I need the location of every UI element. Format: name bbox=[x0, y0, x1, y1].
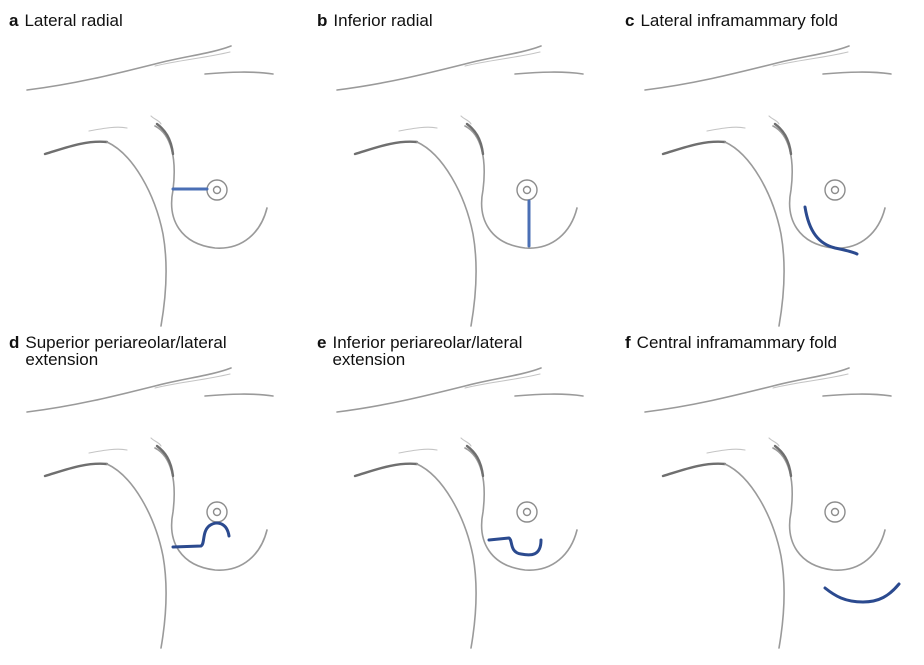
shoulder-line bbox=[515, 72, 583, 74]
clavicle-shadow bbox=[465, 374, 540, 388]
clavicle-line bbox=[27, 368, 231, 412]
clavicle-shadow bbox=[773, 52, 848, 66]
areola bbox=[207, 180, 227, 200]
areola bbox=[825, 180, 845, 200]
incision-line bbox=[489, 538, 541, 555]
areola bbox=[517, 180, 537, 200]
incision-line bbox=[173, 523, 229, 547]
nipple bbox=[832, 509, 839, 516]
clavicle-line bbox=[645, 368, 849, 412]
axilla-fold bbox=[399, 449, 437, 453]
panel-letter: e bbox=[317, 333, 326, 352]
sternal-hint bbox=[151, 116, 161, 124]
breast-sketch-central-inframammary-fold bbox=[621, 330, 921, 650]
panel-title: Lateral inframammary fold bbox=[640, 12, 837, 29]
shoulder-line bbox=[515, 394, 583, 396]
breast-sketch-superior-periareolar bbox=[5, 330, 305, 650]
nipple bbox=[214, 509, 221, 516]
sketch-group bbox=[27, 368, 273, 648]
nipple bbox=[524, 509, 531, 516]
clavicle-line bbox=[337, 46, 541, 90]
clavicle-shadow bbox=[465, 52, 540, 66]
clavicle-shadow bbox=[155, 52, 230, 66]
panel-letter: a bbox=[9, 11, 18, 30]
axilla-line bbox=[355, 464, 417, 476]
sternal-hint bbox=[461, 438, 471, 446]
clavicle-line bbox=[645, 46, 849, 90]
panel-letter: c bbox=[625, 11, 634, 30]
panel-title: Central inframammary fold bbox=[637, 334, 837, 351]
panel-inferior-radial: b Inferior radial bbox=[313, 8, 613, 328]
panel-lateral-radial: a Lateral radial bbox=[5, 8, 305, 328]
axilla-line bbox=[355, 142, 417, 154]
panel-letter: d bbox=[9, 333, 19, 352]
breast-sketch-lateral-inframammary-fold bbox=[621, 8, 921, 328]
sketch-group bbox=[337, 46, 583, 326]
panel-title-line-1: Superior periareolar/lateral bbox=[25, 334, 226, 351]
sternal-hint bbox=[769, 116, 779, 124]
lateral-chest-line bbox=[107, 142, 166, 326]
axilla-line bbox=[663, 464, 725, 476]
shoulder-line bbox=[205, 72, 273, 74]
panel-caption: f Central inframammary fold bbox=[625, 334, 837, 351]
panel-title-line-1: Inferior periareolar/lateral bbox=[332, 334, 522, 351]
breast-sketch-inferior-radial bbox=[313, 8, 613, 328]
axilla-line bbox=[45, 142, 107, 154]
sternal-hint bbox=[461, 116, 471, 124]
nipple bbox=[524, 187, 531, 194]
lateral-chest-line bbox=[107, 464, 166, 648]
lateral-chest-line bbox=[725, 142, 784, 326]
axilla-fold bbox=[707, 449, 745, 453]
areola bbox=[207, 502, 227, 522]
panel-title: Lateral radial bbox=[24, 12, 122, 29]
panel-lateral-inframammary-fold: c Lateral inframammary fold bbox=[621, 8, 921, 328]
nipple bbox=[832, 187, 839, 194]
lateral-chest-line bbox=[417, 464, 476, 648]
axilla-fold bbox=[89, 449, 127, 453]
breast-sketch-inferior-periareolar bbox=[313, 330, 613, 650]
panel-caption: a Lateral radial bbox=[9, 12, 123, 29]
clavicle-shadow bbox=[773, 374, 848, 388]
shoulder-line bbox=[823, 72, 891, 74]
shoulder-line bbox=[205, 394, 273, 396]
panel-letter: b bbox=[317, 11, 327, 30]
sketch-group bbox=[337, 368, 583, 648]
axilla-fold bbox=[399, 127, 437, 131]
sketch-group bbox=[27, 46, 273, 326]
lateral-chest-line bbox=[417, 142, 476, 326]
breast-sketch-lateral-radial bbox=[5, 8, 305, 328]
sketch-group bbox=[645, 368, 899, 648]
lateral-chest-line bbox=[725, 464, 784, 648]
panel-letter: f bbox=[625, 333, 631, 352]
panel-central-inframammary-fold: f Central inframammary fold bbox=[621, 330, 921, 650]
incision-line bbox=[825, 584, 899, 602]
sketch-group bbox=[645, 46, 891, 326]
panel-title: Inferior radial bbox=[333, 12, 432, 29]
shoulder-line bbox=[823, 394, 891, 396]
panel-caption: c Lateral inframammary fold bbox=[625, 12, 838, 29]
areola bbox=[825, 502, 845, 522]
axilla-fold bbox=[707, 127, 745, 131]
areola bbox=[517, 502, 537, 522]
panel-title-line-2: extension bbox=[25, 351, 226, 368]
nipple bbox=[214, 187, 221, 194]
axilla-line bbox=[45, 464, 107, 476]
clavicle-line bbox=[27, 46, 231, 90]
panel-caption: b Inferior radial bbox=[317, 12, 433, 29]
panel-title-line-2: extension bbox=[332, 351, 522, 368]
axilla-fold bbox=[89, 127, 127, 131]
sternal-hint bbox=[151, 438, 161, 446]
clavicle-line bbox=[337, 368, 541, 412]
clavicle-shadow bbox=[155, 374, 230, 388]
sternal-hint bbox=[769, 438, 779, 446]
axilla-line bbox=[663, 142, 725, 154]
